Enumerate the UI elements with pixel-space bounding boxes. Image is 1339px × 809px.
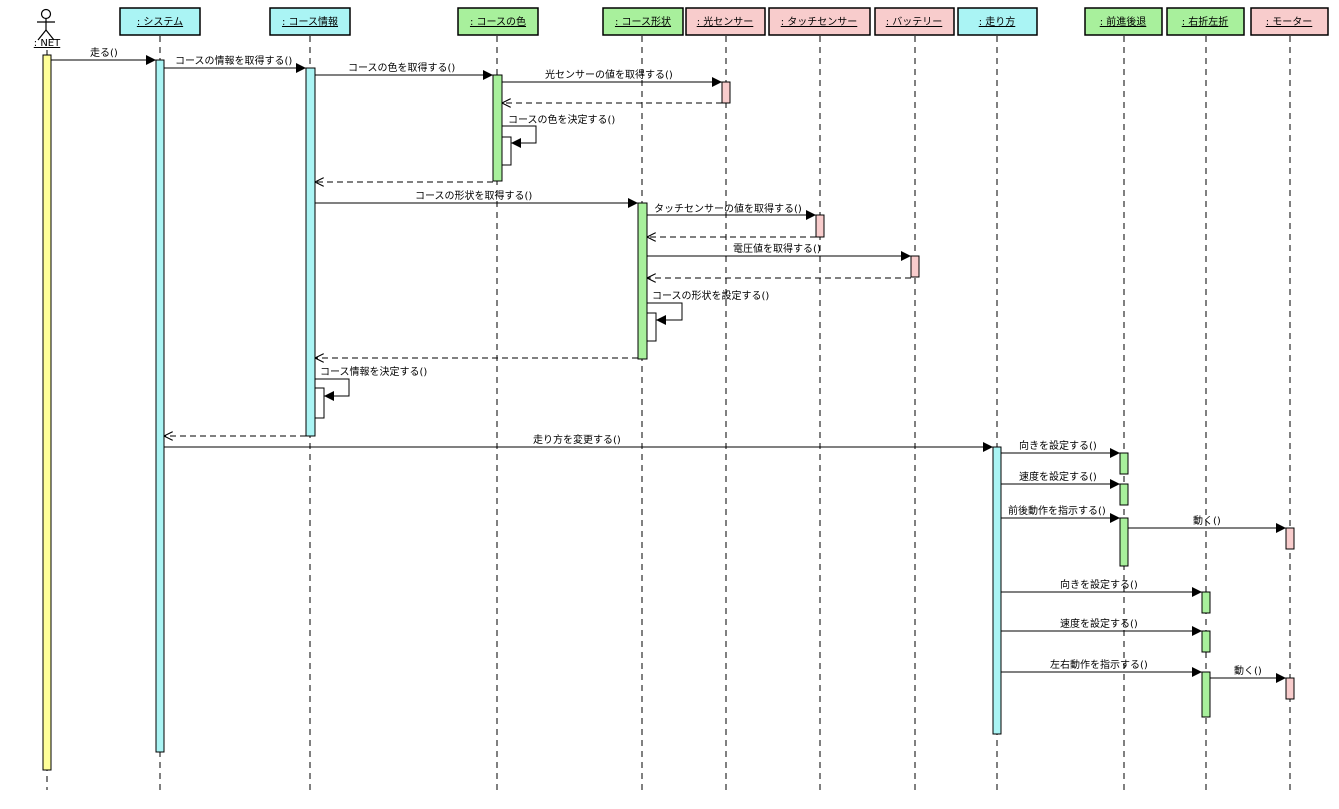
activation-motor-2 [1285,677,1295,700]
activations [42,54,1295,771]
participant-label: : 光センサー [697,15,754,28]
activation-course-shape [637,202,648,360]
header-course-color [457,7,539,36]
message-label: 動く() [1234,664,1262,677]
participant-label: : モーター [1266,16,1313,28]
activation-battery [910,255,920,278]
lifelines [46,36,1291,790]
message-label: コース情報を決定する() [320,365,427,378]
participant-label: : 走り方 [979,15,1016,28]
activation-motor-1 [1285,527,1295,550]
self-message-arrow [647,302,683,325]
self-message-arrow [315,378,350,401]
activation-light-sensor [721,81,731,104]
message-label: 電圧値を取得する() [733,242,821,255]
header-light-sensor [685,7,766,36]
header-battery [874,7,955,36]
message-label: 走り方を変更する() [533,433,621,446]
message-label: 速度を設定する() [1019,470,1097,483]
activation-system [155,59,165,753]
activation-course-color-self [501,136,512,166]
message-label: 動く() [1193,514,1221,527]
participant-label: : コース形状 [615,15,671,28]
message-label: 向きを設定する() [1060,578,1138,591]
activation-course-info [305,67,316,437]
message-labels: 走る() コースの情報を取得する() コースの色を取得する() 光センサーの値を… [90,47,1262,677]
participant-label: : コース情報 [282,15,338,28]
message-label: コースの色を決定する() [508,113,615,126]
participant-label: : 右折左折 [1182,15,1229,28]
activation-turn-2 [1201,630,1211,653]
activation-fwd-back-2 [1119,483,1129,506]
header-driving [957,7,1038,36]
header-turn [1166,7,1245,36]
activation-driving [992,446,1002,735]
header-motor [1250,7,1329,36]
activation-fwd-back-1 [1119,452,1129,475]
participant-label: : 前進後退 [1100,15,1147,28]
header-course-shape [602,7,684,36]
activation-actor [42,54,52,771]
message-label: 走る() [90,47,118,59]
participant-label: : システム [137,16,183,28]
message-label: タッチセンサーの値を取得する() [654,202,802,215]
header-system [119,7,201,36]
activation-turn-1 [1201,591,1211,614]
message-label: コースの形状を設定する() [652,289,769,302]
self-message-arrow [502,125,537,148]
header-touch-sensor [768,7,871,36]
activation-turn-3 [1201,671,1211,718]
header-fwd-back [1084,7,1163,36]
stick-figure-icon [37,8,55,41]
actor: : NET [34,8,61,49]
message-label: コースの色を取得する() [348,61,455,74]
message-label: 左右動作を指示する() [1050,658,1148,671]
message-label: 速度を設定する() [1060,617,1138,630]
header-course-info [269,7,351,36]
activation-course-shape-self [646,312,657,342]
message-label: 光センサーの値を取得する() [545,68,673,81]
participant-headers [119,7,1329,36]
activation-course-color [492,74,503,182]
activation-touch-sensor [815,214,825,238]
message-label: 前後動作を指示する() [1008,504,1106,517]
participant-label: : コースの色 [470,15,526,28]
activation-fwd-back-3 [1119,517,1129,567]
actor-label: : NET [34,38,61,49]
message-label: コースの形状を取得する() [415,189,532,202]
activation-course-info-self [314,387,325,419]
participant-label: : バッテリー [886,16,943,28]
participant-labels: : システム : コース情報 : コースの色 : コース形状 : 光センサー :… [137,15,1312,28]
message-label: コースの情報を取得する() [175,54,292,67]
message-label: 向きを設定する() [1019,439,1097,452]
participant-label: : タッチセンサー [781,16,858,28]
messages [51,55,1286,683]
